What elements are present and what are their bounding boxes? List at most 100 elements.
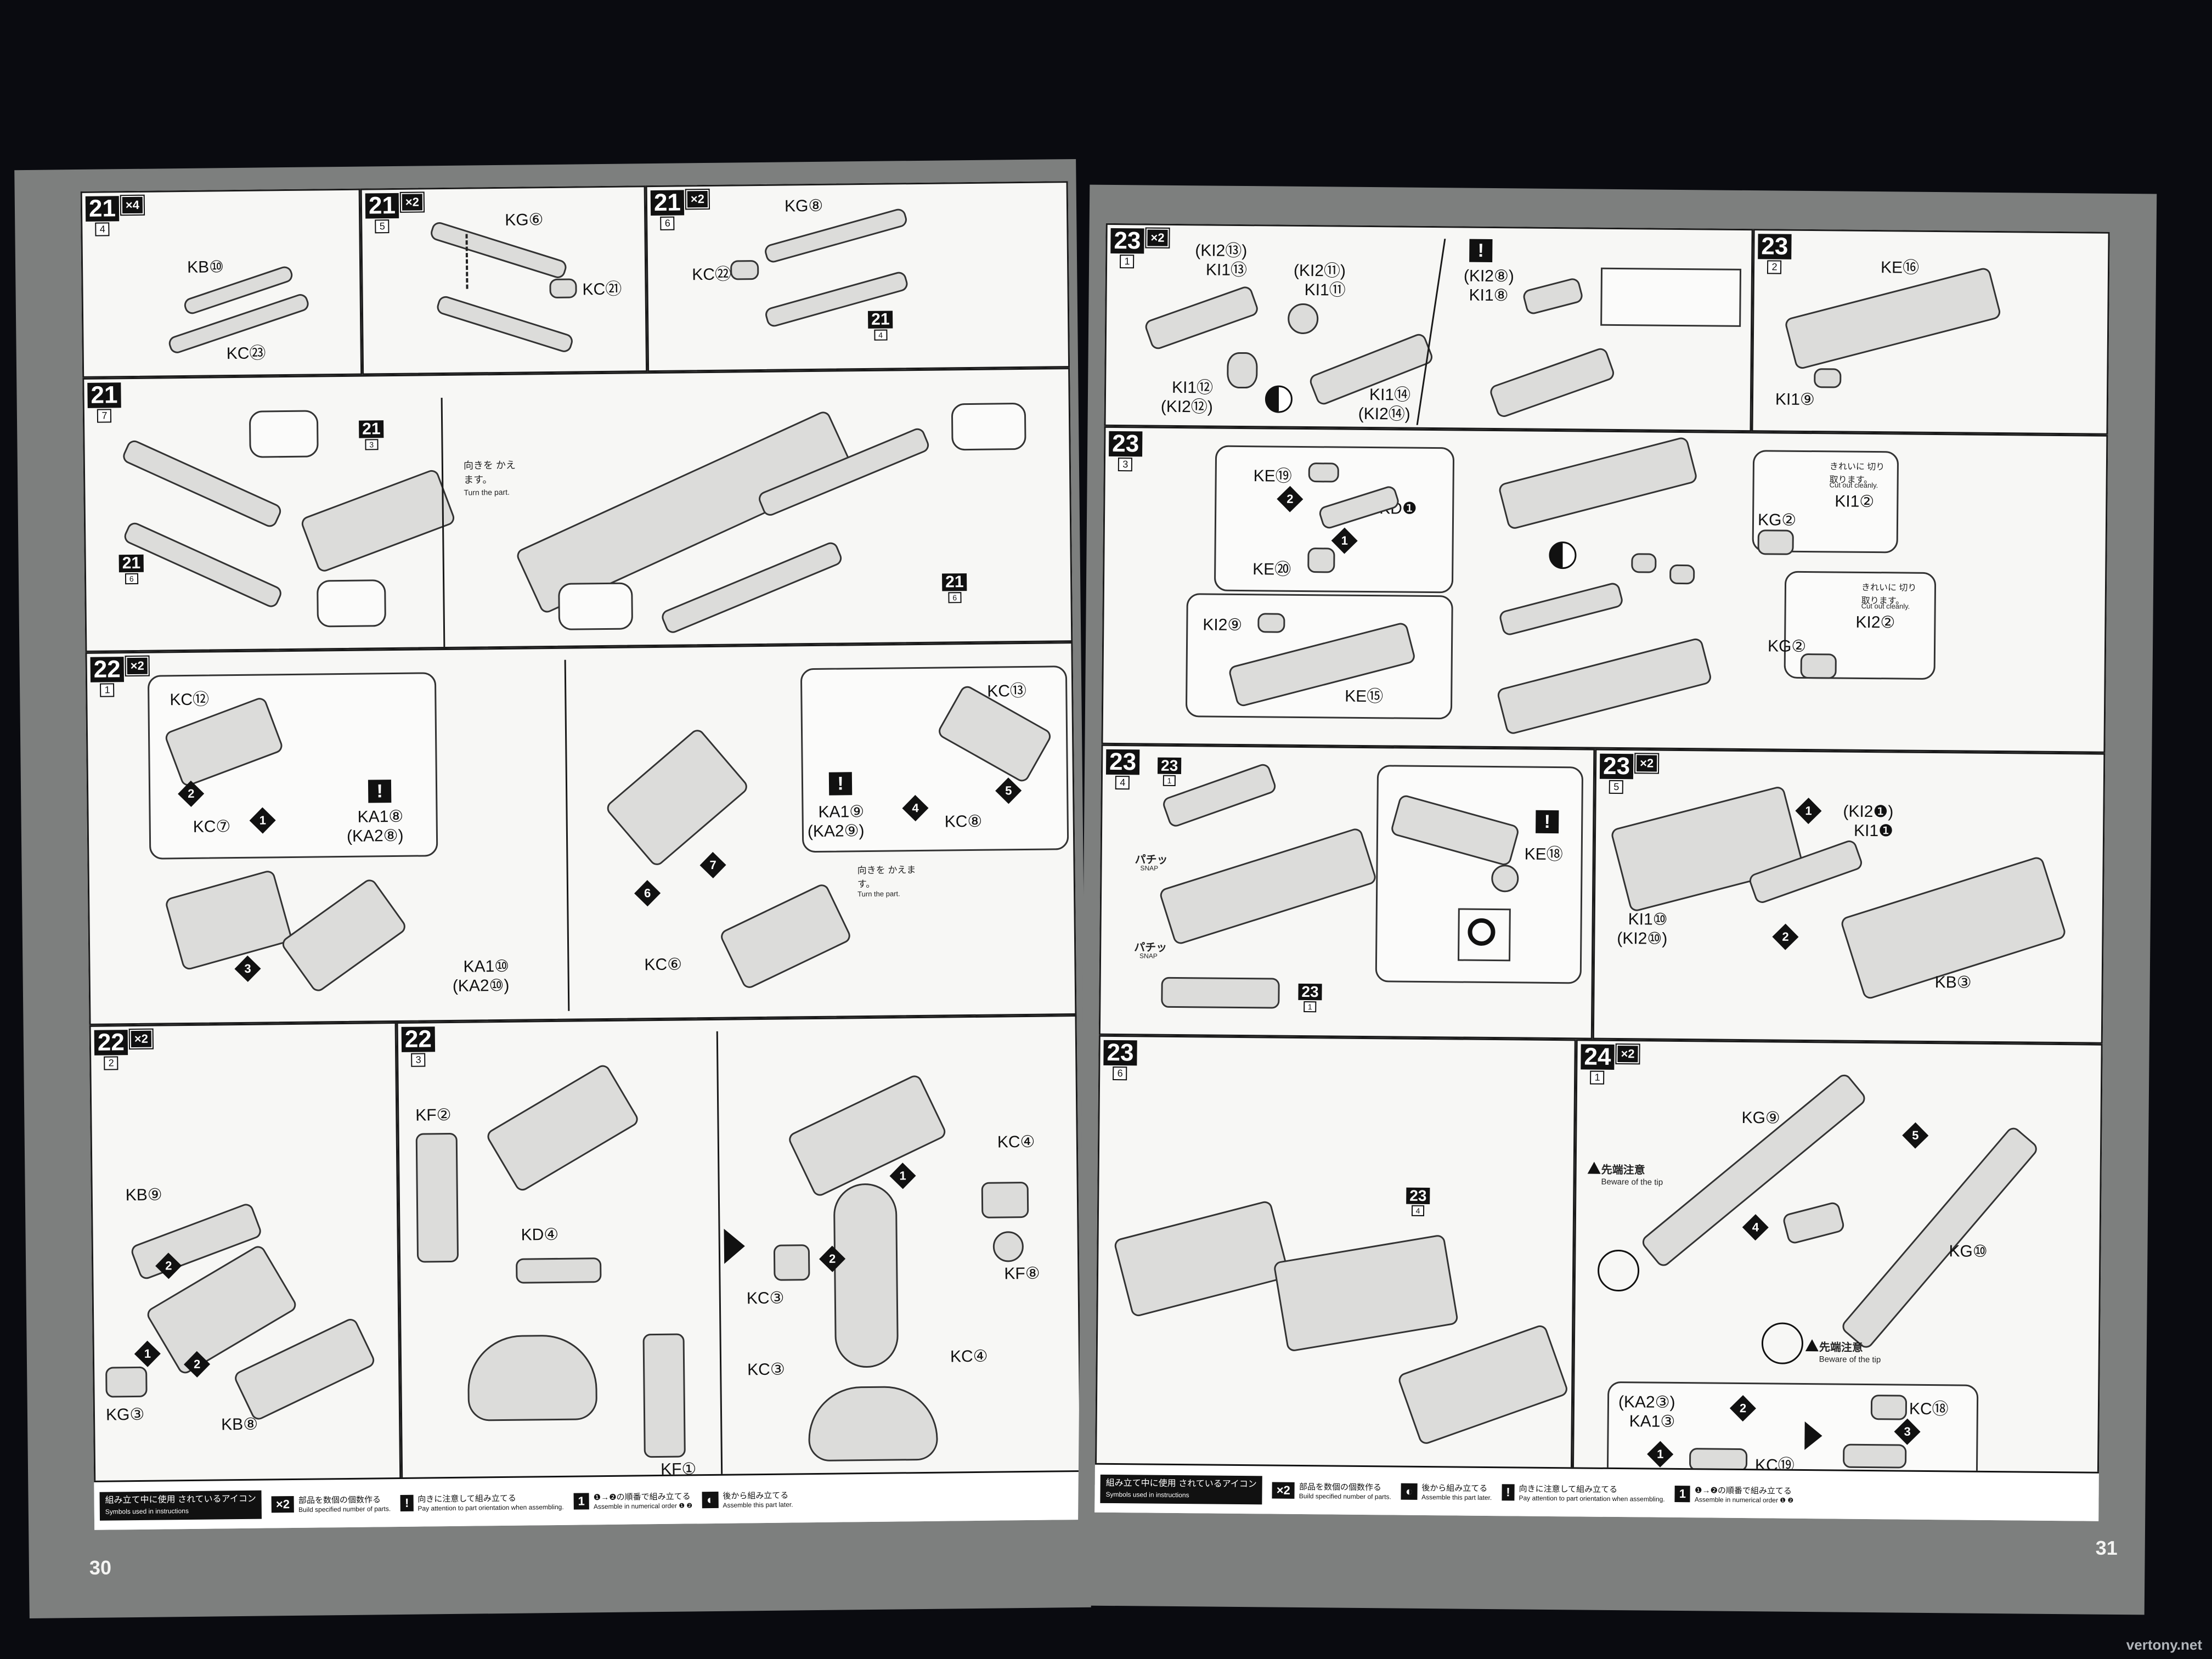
step-sub: 7 [97, 409, 112, 423]
detail-box [558, 582, 634, 630]
part-label: KE⑮ [1345, 687, 1384, 706]
part-arm [1488, 346, 1616, 419]
snap-label-en: SNAP [1139, 952, 1158, 960]
step-sub: 1 [1120, 255, 1135, 269]
part-label: KF⑧ [1004, 1264, 1040, 1283]
legend-en: Build specified number of parts. [1299, 1492, 1391, 1501]
part-frame [642, 1333, 686, 1458]
part-blade [122, 520, 284, 610]
arrow-right-icon [1804, 1421, 1822, 1451]
part-label: KC③ [746, 1289, 785, 1308]
part-ring [1800, 653, 1837, 679]
multiplier-icon: ×2 [1145, 227, 1170, 249]
warning-triangle-icon [1805, 1339, 1819, 1352]
part-label: (KI2⑫) [1160, 397, 1213, 416]
tip-detail [1597, 1249, 1640, 1292]
part-frame [1497, 436, 1699, 531]
part-label: KC㉓ [226, 344, 266, 363]
legend-jp: 部品を数個の個数作る [298, 1495, 381, 1505]
legend-jp: ❶→❷の順番で組み立てる [593, 1492, 691, 1503]
step-sub: 4 [95, 222, 110, 236]
part-label: KG⑧ [784, 196, 823, 216]
beware-en: Beware of the tip [1819, 1355, 1881, 1365]
part-label: KC④ [950, 1347, 988, 1366]
order-2-icon: 2 [1772, 923, 1799, 950]
part-small [1631, 553, 1657, 573]
ref-step-number: 23 [1298, 983, 1322, 1001]
part-small [105, 1366, 148, 1398]
warning-icon: ! [400, 1494, 414, 1511]
part-core [1273, 1234, 1459, 1352]
reference-step: 21 6 [942, 573, 967, 603]
step-number: 22 [94, 1029, 128, 1056]
step-sub: 2 [1767, 260, 1782, 274]
part-shell [1396, 1323, 1570, 1446]
step-sub: 6 [660, 216, 675, 230]
part-small [1308, 462, 1339, 483]
multiplier-icon: ×2 [271, 1496, 295, 1513]
step-sub: 4 [1115, 776, 1130, 790]
order-3-icon: 3 [234, 955, 261, 982]
part-label: KE⑯ [1880, 258, 1920, 277]
step-number: 23 [1103, 1039, 1137, 1066]
warning-icon: ! [1469, 239, 1493, 262]
part-frame [1158, 826, 1378, 946]
part-small [549, 278, 577, 299]
part-label: KG⑩ [1949, 1242, 1988, 1261]
part-frame [1496, 636, 1713, 736]
step-sub: 3 [411, 1053, 426, 1067]
part-arm [1143, 284, 1260, 352]
reference-step: 23 1 [1157, 757, 1182, 786]
detail-box [1600, 267, 1742, 327]
part-label: KC⑥ [644, 955, 682, 974]
part-label: KC⑦ [193, 817, 231, 836]
part-label: (KI2⑧) [1463, 267, 1514, 286]
ref-step-sub: 4 [874, 329, 888, 341]
ref-step-number: 21 [868, 311, 893, 329]
part-small [1669, 564, 1695, 585]
part-frame [415, 1132, 459, 1263]
order-1-icon: 1 [889, 1163, 916, 1189]
part-small [773, 1244, 810, 1281]
part-core [299, 467, 457, 574]
order-4-icon: 4 [1742, 1214, 1769, 1241]
reference-step: 23 1 [1298, 983, 1322, 1013]
part-label: KI1⑨ [1775, 390, 1815, 409]
ref-step-sub: 1 [1303, 1001, 1317, 1013]
page-number: 31 [2095, 1536, 2118, 1560]
part-shell [718, 882, 853, 991]
part-label: KC⑬ [987, 681, 1027, 701]
legend-title-jp: 組み立て中に使用 されているアイコン [1105, 1478, 1257, 1489]
order-1-icon: 1 [134, 1340, 161, 1367]
turn-note-en: Turn the part. [464, 487, 510, 497]
warning-icon: ! [828, 772, 853, 795]
part-label: KE⑳ [1252, 560, 1291, 579]
part-dome [808, 1385, 938, 1462]
detail-box [249, 410, 319, 458]
warning-icon: ! [1536, 810, 1559, 834]
turn-note-jp: 向きを かえます。 [463, 459, 516, 486]
page-number: 30 [89, 1556, 112, 1579]
reference-step: 23 4 [1406, 1187, 1430, 1216]
